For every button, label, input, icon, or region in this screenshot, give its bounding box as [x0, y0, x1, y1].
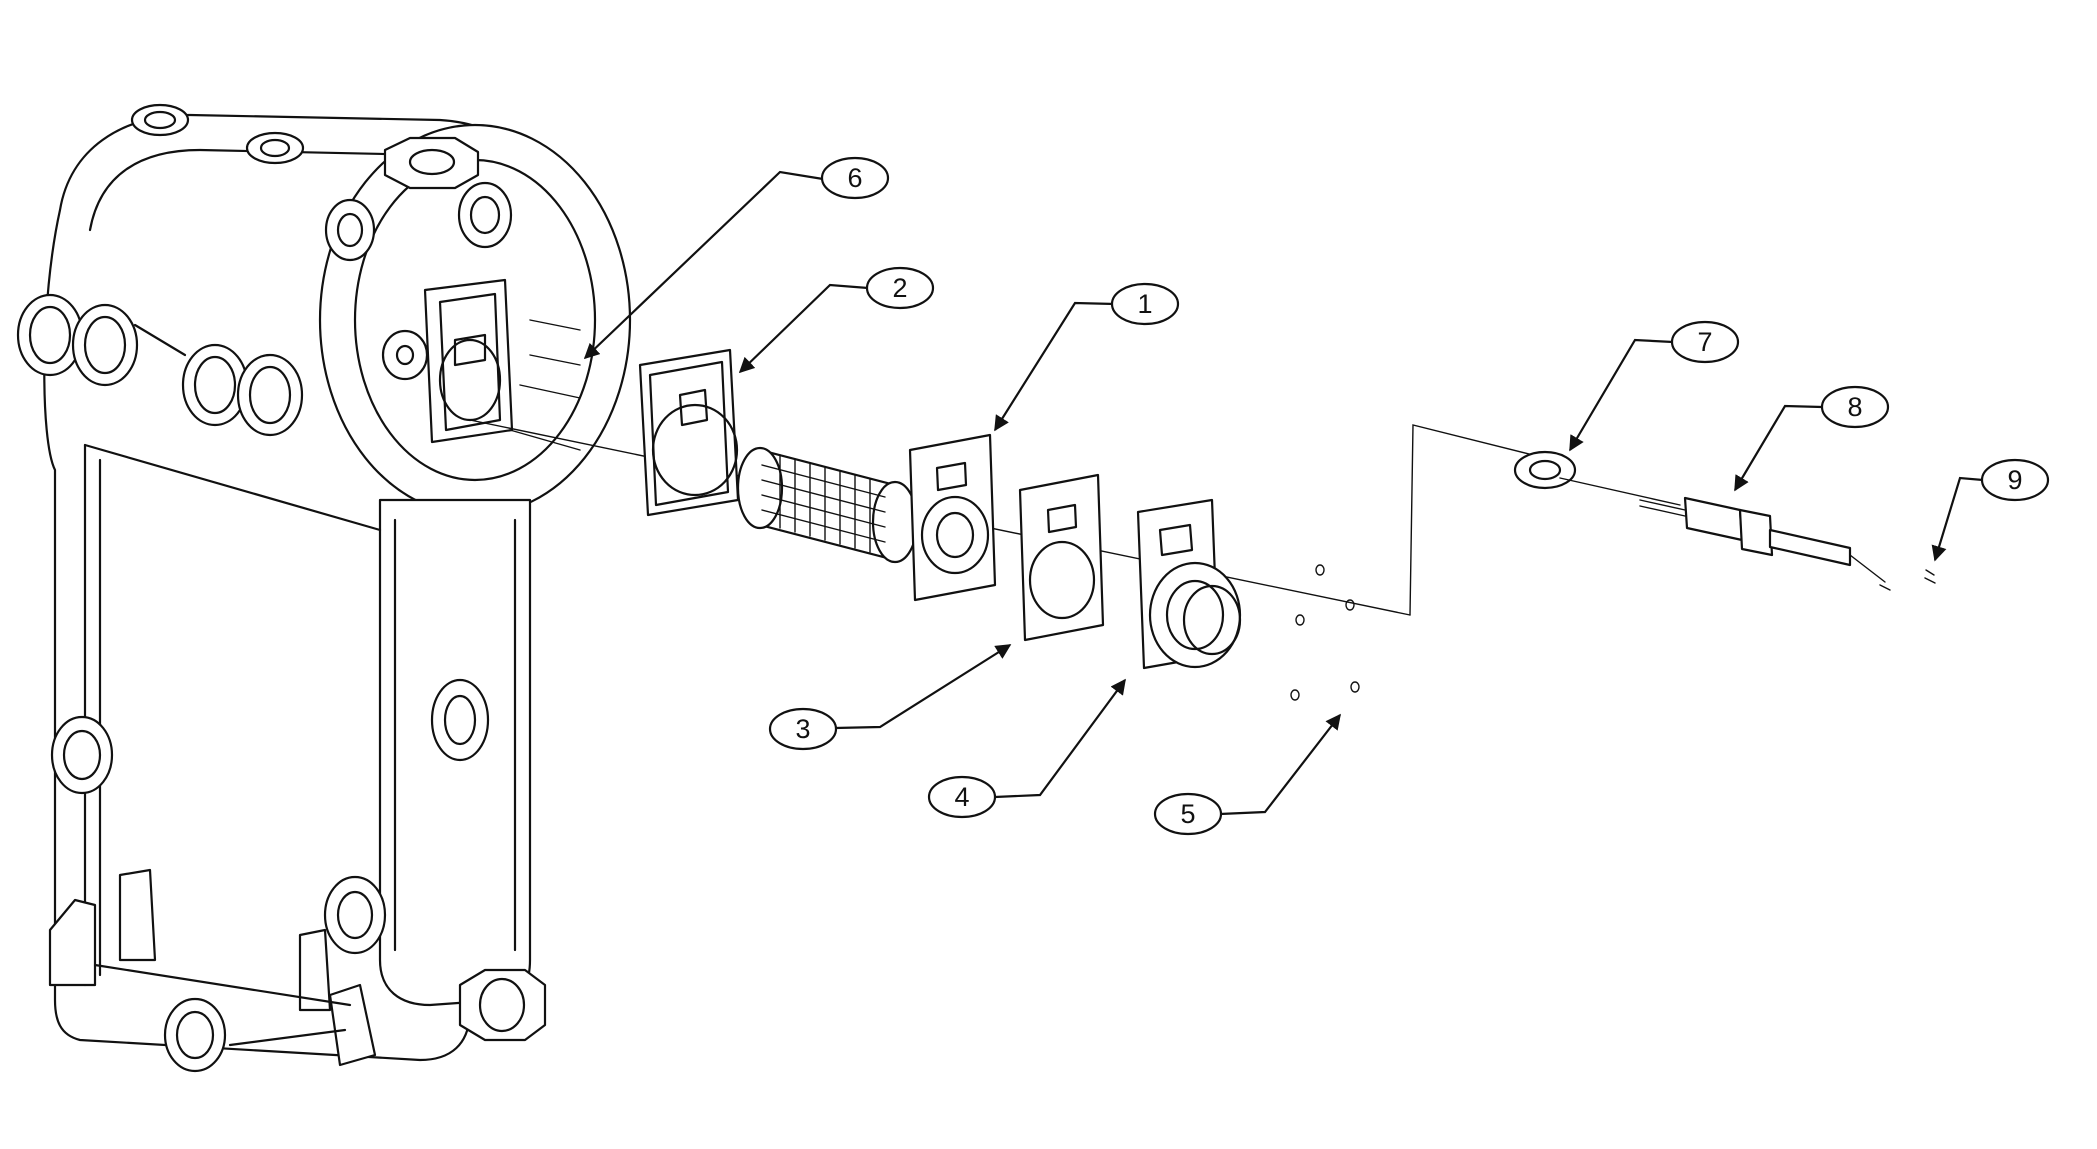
- callout-3-label: 3: [795, 714, 810, 744]
- centerline-jog: [1409, 424, 1546, 616]
- part-7-grommet: [1513, 450, 1681, 506]
- callout-8-label: 8: [1847, 392, 1862, 422]
- callout-5-label: 5: [1180, 799, 1195, 829]
- callout-9-label: 9: [2007, 465, 2022, 495]
- callout-2: 2: [865, 266, 935, 310]
- callout-1: 1: [1110, 282, 1180, 326]
- boiler-section: [16, 103, 632, 1073]
- callout-4-label: 4: [954, 782, 969, 812]
- callout-leaders: [583, 170, 1984, 816]
- callout-6: 6: [820, 156, 890, 200]
- part-9-clips: [1879, 569, 1936, 591]
- callout-7: 7: [1670, 320, 1740, 364]
- callout-4: 4: [927, 775, 997, 819]
- part-8-igniter: [1639, 496, 1886, 583]
- callout-5: 5: [1153, 792, 1223, 836]
- part-3-plate: [1018, 473, 1105, 642]
- callout-6-label: 6: [847, 163, 862, 193]
- part-1-plate: [908, 433, 997, 602]
- callout-2-label: 2: [892, 273, 907, 303]
- callout-9: 9: [1980, 458, 2050, 502]
- callout-1-label: 1: [1137, 289, 1152, 319]
- part-4-burner-head: [1136, 498, 1242, 670]
- callout-3: 3: [768, 707, 838, 751]
- callout-7-label: 7: [1697, 327, 1712, 357]
- part-2-gasket: [638, 348, 740, 517]
- burner-tube: [736, 446, 919, 564]
- part-5-screws: [1290, 564, 1360, 701]
- callout-8: 8: [1820, 385, 1890, 429]
